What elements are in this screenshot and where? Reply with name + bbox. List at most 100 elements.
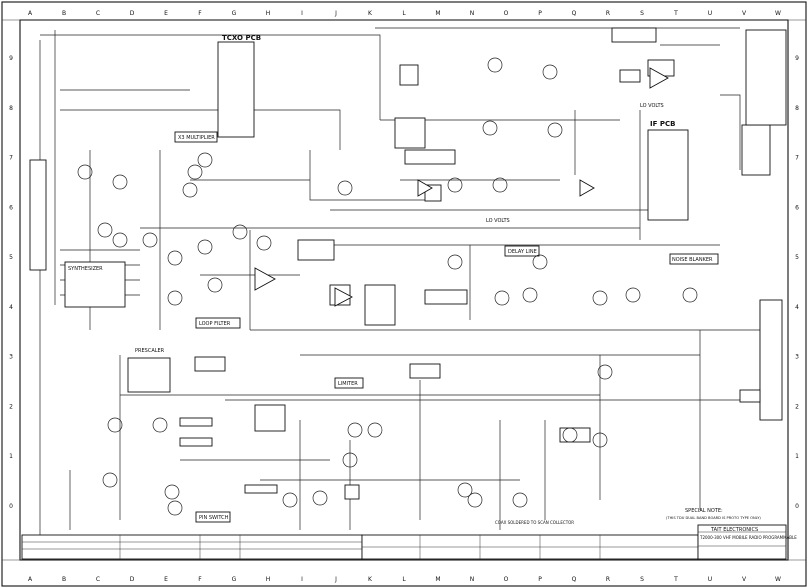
- column-label: D: [130, 576, 135, 583]
- x3-multiplier-label: X3 MULTIPLIER: [178, 135, 215, 141]
- loop-filter-block: LOOP FILTER: [195, 317, 241, 329]
- column-label: A: [28, 576, 33, 583]
- column-label: W: [775, 10, 781, 17]
- column-label: V: [742, 576, 747, 583]
- lo-volts-label-2: LO VOLTS: [640, 103, 664, 109]
- prescaler-block: PRESCALER: [127, 348, 171, 393]
- column-label: L: [402, 576, 406, 583]
- pin-switch-label: PIN SWITCH: [199, 515, 229, 521]
- row-label: 2: [9, 403, 13, 410]
- column-label: I: [301, 576, 303, 583]
- row-label: 1: [795, 453, 799, 460]
- row-label: 5: [9, 254, 13, 261]
- column-label: N: [470, 10, 475, 17]
- column-label: L: [402, 10, 406, 17]
- row-label: 4: [9, 304, 13, 311]
- column-label: F: [198, 576, 202, 583]
- column-label: Q: [572, 576, 577, 583]
- if-pcb-block: IF PCB: [647, 120, 689, 221]
- row-label: 5: [795, 254, 799, 261]
- column-label: U: [708, 10, 712, 17]
- column-label: P: [538, 10, 542, 17]
- row-label: 3: [9, 354, 13, 361]
- drawing-title: T2000-300 VHF MOBILE RADIO PROGRAMMABLE: [699, 535, 797, 540]
- column-label: R: [606, 10, 610, 17]
- row-label: 0: [795, 503, 799, 510]
- pin-switch-block: PIN SWITCH: [195, 511, 231, 523]
- tcxo-pcb-label: TCXO PCB: [222, 34, 261, 42]
- column-label: H: [266, 576, 271, 583]
- column-label: K: [368, 576, 373, 583]
- row-label: 7: [795, 155, 799, 162]
- sheet-inner-frame: [19, 19, 789, 561]
- row-label: 9: [795, 55, 799, 62]
- column-label: B: [62, 10, 66, 17]
- row-labels-left: 9 8 7 6 5 4 3 2 1 0: [9, 55, 13, 510]
- loop-filter-label: LOOP FILTER: [199, 321, 231, 327]
- row-label: 9: [9, 55, 13, 62]
- coax-note: COAX SOLDERED TO SCAN COLLECTOR: [495, 520, 574, 525]
- x3-multiplier-block: X3 MULTIPLIER: [174, 131, 218, 143]
- row-label: 4: [795, 304, 799, 311]
- row-label: 8: [9, 105, 13, 112]
- row-label: 2: [795, 403, 799, 410]
- column-label: O: [504, 576, 509, 583]
- row-label: 7: [9, 155, 13, 162]
- delay-line-label: DELAY LINE: [508, 249, 537, 255]
- signal-busses: [39, 27, 761, 540]
- row-label: 6: [795, 204, 799, 211]
- row-label: 8: [795, 105, 799, 112]
- column-label: H: [266, 10, 271, 17]
- column-label: C: [96, 576, 100, 583]
- row-label: 0: [9, 503, 13, 510]
- column-label: T: [673, 576, 678, 583]
- noise-blanker-block: NOISE BLANKER: [669, 253, 719, 265]
- limiter-label: LIMITER: [338, 381, 358, 387]
- column-label: U: [708, 576, 712, 583]
- column-label: K: [368, 10, 373, 17]
- lo-volts-label: LO VOLTS: [486, 218, 510, 224]
- column-label: F: [198, 10, 202, 17]
- column-label: G: [232, 10, 237, 17]
- column-label: M: [435, 10, 440, 17]
- if-pcb-label: IF PCB: [650, 120, 675, 128]
- title-block: TAIT ELECTRONICS T2000-300 VHF MOBILE RA…: [21, 524, 797, 560]
- column-label: P: [538, 576, 542, 583]
- transistors: [77, 57, 698, 516]
- column-label: B: [62, 576, 66, 583]
- synthesizer-label: SYNTHESIZER: [68, 266, 103, 272]
- tcxo-pcb-block: TCXO PCB: [217, 34, 261, 138]
- company-name: TAIT ELECTRONICS: [710, 527, 758, 533]
- row-label: 1: [9, 453, 13, 460]
- synthesizer-block: SYNTHESIZER: [64, 261, 126, 308]
- special-note-body: (THIS TDU DUAL BAND BOARD IS PROTO TYPE …: [666, 516, 761, 520]
- column-label: E: [164, 576, 168, 583]
- row-label: 6: [9, 204, 13, 211]
- column-label: S: [640, 576, 644, 583]
- column-label: V: [742, 10, 747, 17]
- noise-blanker-label: NOISE BLANKER: [672, 257, 713, 263]
- column-label: I: [301, 10, 303, 17]
- column-label: W: [775, 576, 781, 583]
- column-label: J: [334, 10, 337, 17]
- column-label: S: [640, 10, 644, 17]
- column-label: J: [334, 576, 337, 583]
- misc-components: [29, 27, 787, 500]
- delay-line-block: DELAY LINE: [504, 245, 540, 257]
- column-label: G: [232, 576, 237, 583]
- column-label: E: [164, 10, 168, 17]
- column-label: D: [130, 10, 135, 17]
- column-label: C: [96, 10, 100, 17]
- column-label: A: [28, 10, 33, 17]
- special-note-title: SPECIAL NOTE:: [685, 508, 723, 514]
- column-label: O: [504, 10, 509, 17]
- column-label: T: [673, 10, 678, 17]
- column-label: M: [435, 576, 440, 583]
- column-label: N: [470, 576, 475, 583]
- amplifiers: [254, 67, 669, 307]
- column-label: Q: [572, 10, 577, 17]
